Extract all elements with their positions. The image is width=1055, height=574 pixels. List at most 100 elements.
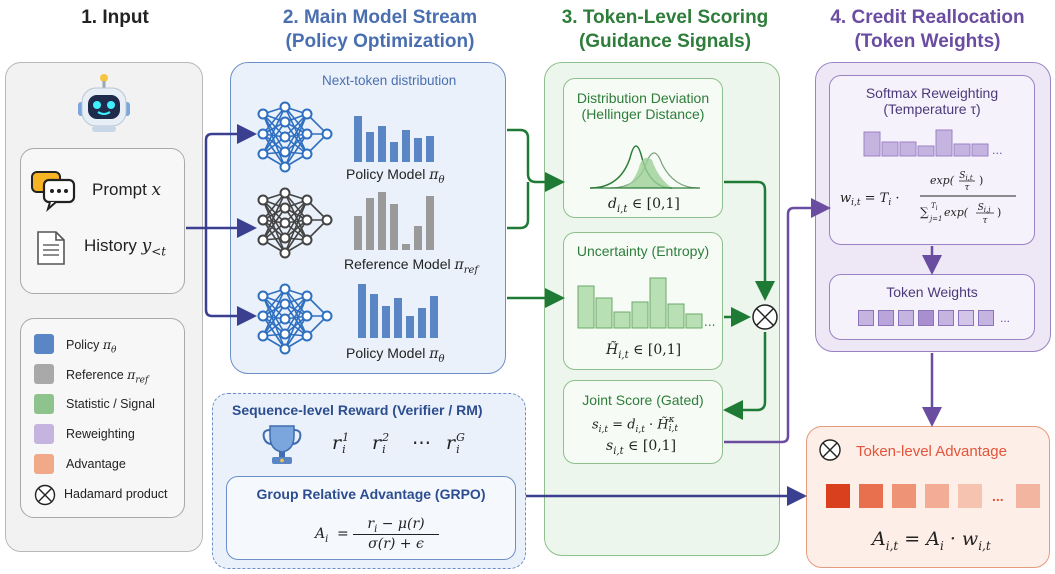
svg-text:exp(: exp( — [944, 206, 969, 219]
network-node — [301, 330, 313, 342]
joint-d: d — [627, 417, 636, 433]
reward-term: ⋯ — [412, 432, 431, 454]
deviation-symbol: d — [608, 196, 617, 212]
input-title: 1. Input — [81, 7, 149, 28]
svg-text:Si,t: Si,t — [959, 171, 973, 182]
legend-swatch — [34, 364, 54, 384]
policy-distribution-bars — [354, 116, 434, 162]
grpo-eq: = — [337, 526, 349, 542]
network-edge — [262, 288, 286, 317]
legend-label: Policy πθ — [66, 337, 117, 356]
token-weight-square — [878, 310, 894, 326]
policy-model-sym-2: π — [429, 346, 439, 362]
reference-model-sub: ref — [463, 264, 479, 276]
legend-label: Reweighting — [66, 427, 135, 441]
policy-model-sub-2: θ — [438, 353, 445, 365]
policy-model-label: Policy Model πθ — [346, 166, 445, 186]
reference-to-deviation-arrow — [507, 182, 530, 230]
network-node — [279, 247, 291, 259]
network-edge — [284, 121, 308, 155]
joint-eq: = — [608, 417, 628, 433]
network-node — [279, 283, 291, 295]
legend-swatch — [34, 394, 54, 414]
network-edge — [262, 303, 286, 337]
network-edge — [262, 207, 286, 241]
network-edge — [262, 106, 286, 135]
advantage-w-sub: i,t — [978, 538, 991, 553]
network-node — [279, 101, 291, 113]
svg-text:): ) — [979, 174, 983, 187]
token-weight-square — [978, 310, 994, 326]
hadamard-legend-icon — [34, 484, 56, 506]
prompt-text: Prompt — [92, 180, 147, 199]
token-weight-square — [958, 310, 974, 326]
softmax-title-line2: (Temperature τ) — [883, 101, 981, 117]
network-edge — [284, 113, 308, 168]
main-stream-title: 2. Main Model Stream (Policy Optimizatio… — [230, 6, 530, 54]
softmax-box — [829, 75, 1035, 245]
svg-text:): ) — [997, 206, 1001, 219]
advantage-lhs: A — [872, 528, 886, 550]
grpo-title: Group Relative Advantage (GRPO) — [256, 486, 486, 502]
credit-title: 4. Credit Reallocation (Token Weights) — [800, 6, 1055, 54]
network-edge — [262, 106, 286, 155]
advantage-rhs-sub: i — [939, 538, 944, 553]
network-node — [279, 146, 291, 158]
joint-dot: · — [644, 417, 658, 433]
network-edge — [284, 199, 308, 254]
history-text: History — [84, 236, 137, 255]
joint-to-softmax-arrow — [724, 198, 831, 444]
joint-range-s: s — [606, 438, 614, 454]
uncertainty-range: ∈ [0,1] — [628, 342, 682, 358]
network-edge — [284, 113, 308, 153]
document-icon — [37, 231, 65, 265]
network-edge — [262, 295, 286, 350]
legend-swatch — [34, 484, 56, 506]
legend-label: Statistic / Signal — [66, 397, 155, 411]
history-sub: <t — [151, 244, 167, 259]
credit-title-line1: 4. Credit Reallocation — [830, 7, 1025, 28]
policy-model-sym: π — [429, 167, 439, 183]
reference-network-icon — [257, 187, 333, 259]
policy-distribution-bars-2 — [358, 284, 438, 338]
grpo-denominator: σ(r) + ϵ — [368, 536, 424, 552]
network-edge — [284, 288, 308, 337]
network-node — [279, 232, 291, 244]
network-node — [301, 214, 313, 226]
main-stream-title-line2: (Policy Optimization) — [285, 31, 475, 52]
network-edge — [262, 219, 286, 254]
network-node — [321, 128, 333, 140]
advantage-square — [826, 484, 850, 508]
advantage-ellipsis: ... — [992, 488, 1004, 504]
advantage-square — [859, 484, 883, 508]
joint-score-range: si,t ∈ [0,1] — [606, 438, 676, 457]
prompt-symbol: x — [151, 180, 162, 200]
network-node — [279, 161, 291, 173]
advantage-square — [1016, 484, 1040, 508]
joint-range-sub: i,t — [613, 445, 624, 457]
token-weight-square — [918, 310, 934, 326]
deviation-title-line2: (Hellinger Distance) — [581, 106, 705, 122]
history-symbol: y — [141, 236, 152, 256]
token-weight-square — [898, 310, 914, 326]
reference-distribution-bars — [354, 192, 434, 250]
network-node — [257, 128, 269, 140]
token-weights-box — [829, 274, 1035, 340]
grpo-numerator-rest: − μ(r) — [377, 516, 425, 532]
reference-model-label: Reference Model πref — [344, 256, 478, 276]
network-edge — [262, 199, 286, 254]
joint-h-sup: κ — [668, 415, 675, 425]
advantage-square — [892, 484, 916, 508]
hellinger-curves — [589, 145, 700, 189]
network-edge — [284, 207, 308, 241]
advantage-square — [925, 484, 949, 508]
svg-text:τ: τ — [983, 216, 989, 226]
main-stream-panel — [230, 62, 506, 374]
network-edge — [284, 219, 308, 254]
network-node — [301, 148, 313, 160]
network-edge — [262, 199, 286, 239]
legend-swatch — [34, 424, 54, 444]
deviation-to-product-arrow — [724, 180, 775, 301]
